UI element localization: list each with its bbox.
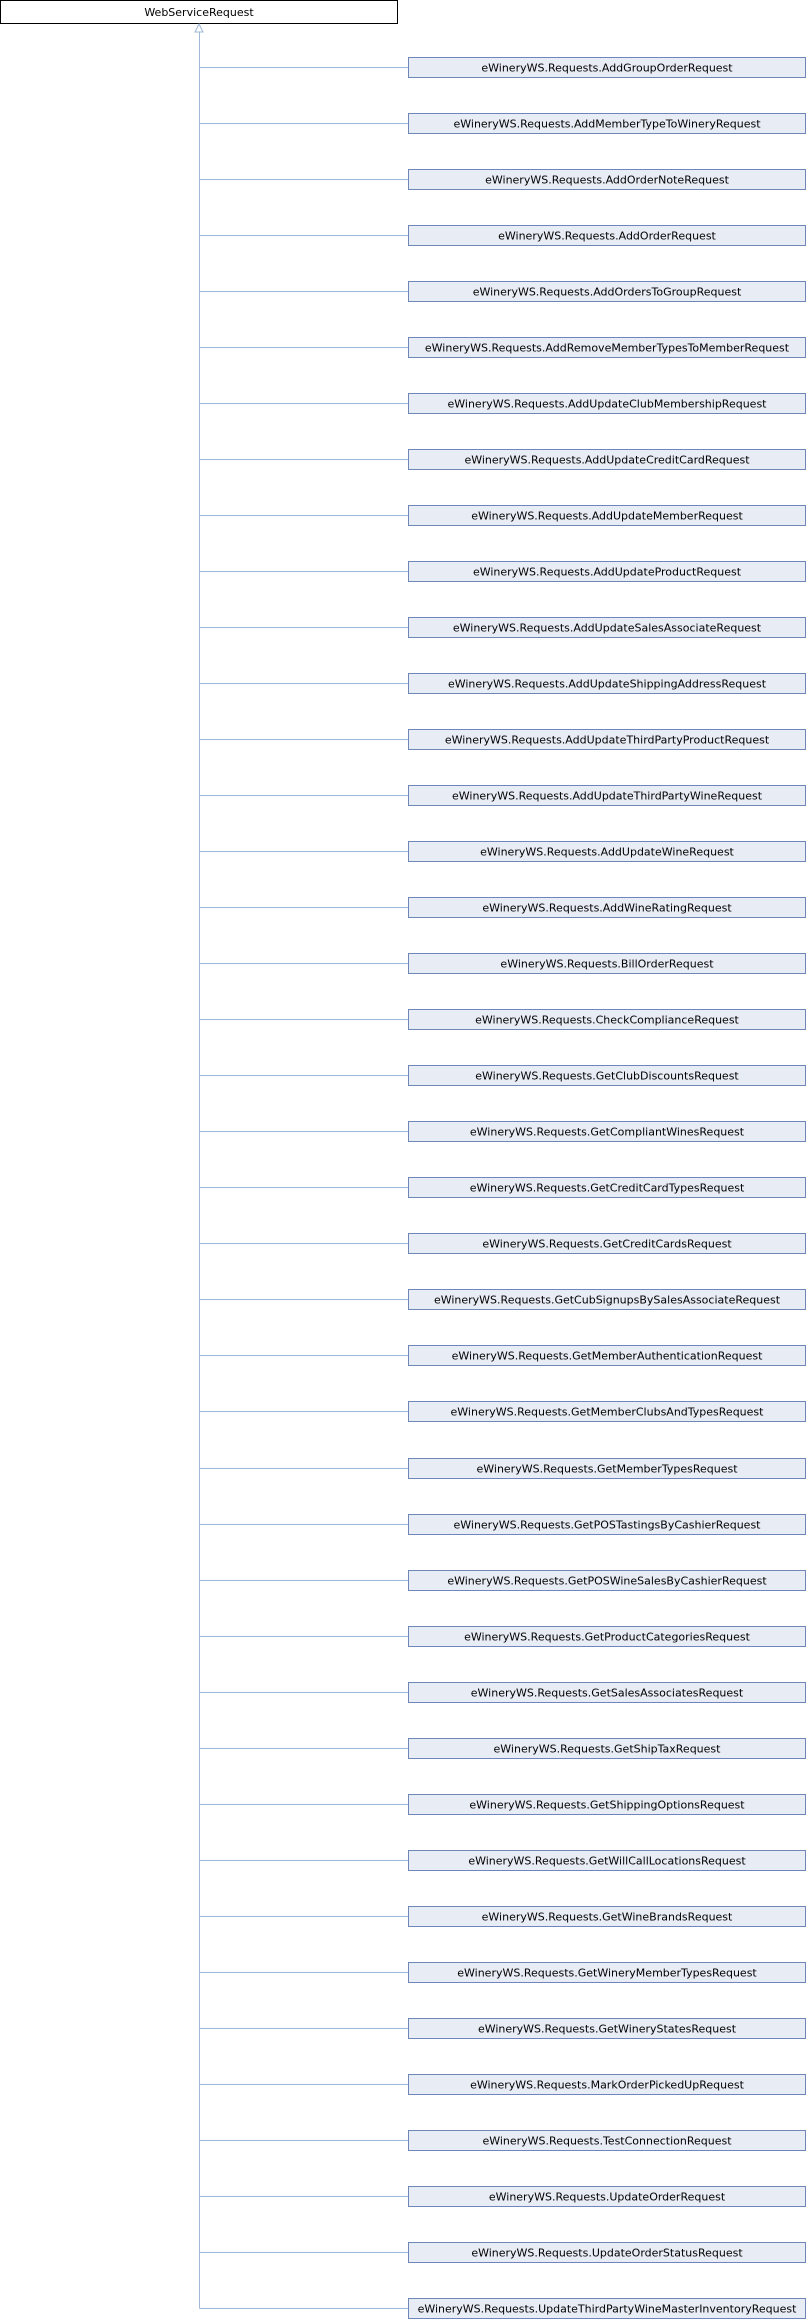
derived-class-label: eWineryWS.Requests.GetMemberClubsAndType… [451, 1406, 765, 1419]
derived-class-label: eWineryWS.Requests.AddUpdateCreditCardRe… [464, 454, 750, 467]
derived-class-node[interactable]: eWineryWS.Requests.GetMemberClubsAndType… [408, 1401, 806, 1422]
derived-class-node[interactable]: eWineryWS.Requests.GetCreditCardTypesReq… [408, 1177, 806, 1198]
derived-class-label: eWineryWS.Requests.GetProductCategoriesR… [464, 1631, 751, 1644]
derived-class-node[interactable]: eWineryWS.Requests.UpdateOrderRequest [408, 2186, 806, 2207]
derived-class-label: eWineryWS.Requests.GetCreditCardTypesReq… [470, 1182, 745, 1195]
derived-class-node[interactable]: eWineryWS.Requests.GetWineBrandsRequest [408, 1906, 806, 1927]
derived-class-label: eWineryWS.Requests.GetCreditCardsRequest [482, 1238, 732, 1251]
derived-class-label: eWineryWS.Requests.AddMemberTypeToWinery… [453, 118, 761, 131]
derived-class-label: eWineryWS.Requests.AddOrderNoteRequest [485, 174, 729, 187]
derived-class-node[interactable]: eWineryWS.Requests.TestConnectionRequest [408, 2130, 806, 2151]
base-class-label: WebServiceRequest [144, 6, 254, 19]
derived-class-node[interactable]: eWineryWS.Requests.GetWineryStatesReques… [408, 2018, 806, 2039]
derived-class-node[interactable]: eWineryWS.Requests.GetPOSWineSalesByCash… [408, 1570, 806, 1591]
derived-class-label: eWineryWS.Requests.GetWillCallLocationsR… [468, 1855, 746, 1868]
derived-class-node[interactable]: eWineryWS.Requests.AddUpdateMemberReques… [408, 505, 806, 526]
derived-class-node[interactable]: eWineryWS.Requests.AddGroupOrderRequest [408, 57, 806, 78]
derived-class-node[interactable]: eWineryWS.Requests.AddOrderRequest [408, 225, 806, 246]
derived-class-label: eWineryWS.Requests.AddUpdateSalesAssocia… [453, 622, 762, 635]
derived-class-label: eWineryWS.Requests.AddUpdateThirdPartyPr… [445, 734, 770, 747]
derived-class-label: eWineryWS.Requests.AddOrderRequest [498, 230, 716, 243]
derived-class-node[interactable]: eWineryWS.Requests.AddUpdateThirdPartyPr… [408, 729, 806, 750]
derived-class-label: eWineryWS.Requests.GetMemberAuthenticati… [452, 1350, 763, 1363]
derived-class-node[interactable]: eWineryWS.Requests.GetCompliantWinesRequ… [408, 1121, 806, 1142]
derived-class-label: eWineryWS.Requests.UpdateOrderStatusRequ… [471, 2247, 743, 2260]
derived-class-node[interactable]: eWineryWS.Requests.AddUpdateClubMembersh… [408, 393, 806, 414]
derived-class-node[interactable]: eWineryWS.Requests.AddUpdateWineRequest [408, 841, 806, 862]
derived-class-node[interactable]: eWineryWS.Requests.AddRemoveMemberTypesT… [408, 337, 806, 358]
derived-class-label: eWineryWS.Requests.BillOrderRequest [500, 958, 714, 971]
base-class-node[interactable]: WebServiceRequest [0, 0, 398, 33]
derived-class-nodes: eWineryWS.Requests.AddGroupOrderRequest e… [408, 57, 806, 2319]
derived-class-node[interactable]: eWineryWS.Requests.AddUpdateSalesAssocia… [408, 617, 806, 638]
derived-class-label: eWineryWS.Requests.GetWineryMemberTypesR… [457, 1967, 757, 1980]
derived-class-node[interactable]: eWineryWS.Requests.AddUpdateProductReque… [408, 561, 806, 582]
derived-class-label: eWineryWS.Requests.AddUpdateShippingAddr… [448, 678, 767, 691]
derived-class-node[interactable]: eWineryWS.Requests.GetCreditCardsRequest [408, 1233, 806, 1254]
derived-class-label: eWineryWS.Requests.AddGroupOrderRequest [481, 62, 733, 75]
derived-class-label: eWineryWS.Requests.AddRemoveMemberTypesT… [425, 342, 790, 355]
derived-class-node[interactable]: eWineryWS.Requests.AddUpdateCreditCardRe… [408, 449, 806, 470]
derived-class-label: eWineryWS.Requests.GetWineryStatesReques… [478, 2023, 737, 2036]
derived-class-node[interactable]: eWineryWS.Requests.GetWineryMemberTypesR… [408, 1962, 806, 1983]
derived-class-label: eWineryWS.Requests.UpdateThirdPartyWineM… [418, 2303, 798, 2316]
derived-class-node[interactable]: eWineryWS.Requests.CheckComplianceReques… [408, 1009, 806, 1030]
derived-class-node[interactable]: eWineryWS.Requests.GetWillCallLocationsR… [408, 1850, 806, 1871]
derived-class-label: eWineryWS.Requests.GetShipTaxRequest [494, 1743, 722, 1756]
derived-class-label: eWineryWS.Requests.AddOrdersToGroupReque… [473, 286, 742, 299]
derived-class-label: eWineryWS.Requests.GetSalesAssociatesReq… [471, 1687, 744, 1700]
derived-class-node[interactable]: eWineryWS.Requests.GetCubSignupsBySalesA… [408, 1289, 806, 1310]
derived-class-label: eWineryWS.Requests.AddUpdateMemberReques… [471, 510, 743, 523]
derived-class-node[interactable]: eWineryWS.Requests.UpdateOrderStatusRequ… [408, 2242, 806, 2263]
derived-class-label: eWineryWS.Requests.GetShippingOptionsReq… [469, 1799, 745, 1812]
inheritance-edges [199, 32, 409, 2309]
derived-class-label: eWineryWS.Requests.GetCubSignupsBySalesA… [434, 1294, 781, 1307]
derived-class-node[interactable]: eWineryWS.Requests.BillOrderRequest [408, 953, 806, 974]
derived-class-node[interactable]: eWineryWS.Requests.MarkOrderPickedUpRequ… [408, 2074, 806, 2095]
derived-class-label: eWineryWS.Requests.TestConnectionRequest [482, 2135, 732, 2148]
derived-class-node[interactable]: eWineryWS.Requests.GetClubDiscountsReque… [408, 1065, 806, 1086]
derived-class-node[interactable]: eWineryWS.Requests.GetProductCategoriesR… [408, 1626, 806, 1647]
derived-class-node[interactable]: eWineryWS.Requests.GetPOSTastingsByCashi… [408, 1514, 806, 1535]
derived-class-label: eWineryWS.Requests.GetClubDiscountsReque… [475, 1070, 739, 1083]
derived-class-label: eWineryWS.Requests.GetPOSTastingsByCashi… [453, 1519, 761, 1532]
derived-class-node[interactable]: eWineryWS.Requests.AddWineRatingRequest [408, 897, 806, 918]
derived-class-label: eWineryWS.Requests.MarkOrderPickedUpRequ… [470, 2079, 745, 2092]
derived-class-node[interactable]: eWineryWS.Requests.GetMemberAuthenticati… [408, 1345, 806, 1366]
derived-class-node[interactable]: eWineryWS.Requests.AddMemberTypeToWinery… [408, 113, 806, 134]
inheritance-arrowhead-icon [194, 22, 204, 33]
derived-class-label: eWineryWS.Requests.AddUpdateProductReque… [473, 566, 742, 579]
derived-class-label: eWineryWS.Requests.GetPOSWineSalesByCash… [447, 1575, 767, 1588]
derived-class-label: eWineryWS.Requests.AddWineRatingRequest [482, 902, 732, 915]
derived-class-node[interactable]: eWineryWS.Requests.AddOrdersToGroupReque… [408, 281, 806, 302]
derived-class-label: eWineryWS.Requests.GetCompliantWinesRequ… [470, 1126, 745, 1139]
derived-class-node[interactable]: eWineryWS.Requests.AddUpdateShippingAddr… [408, 673, 806, 694]
derived-class-node[interactable]: eWineryWS.Requests.AddUpdateThirdPartyWi… [408, 785, 806, 806]
derived-class-node[interactable]: eWineryWS.Requests.GetShipTaxRequest [408, 1738, 806, 1759]
derived-class-node[interactable]: eWineryWS.Requests.AddOrderNoteRequest [408, 169, 806, 190]
derived-class-node[interactable]: eWineryWS.Requests.UpdateThirdPartyWineM… [408, 2298, 806, 2319]
derived-class-label: eWineryWS.Requests.GetMemberTypesRequest [476, 1463, 738, 1476]
derived-class-label: eWineryWS.Requests.AddUpdateWineRequest [480, 846, 734, 859]
derived-class-label: eWineryWS.Requests.UpdateOrderRequest [489, 2191, 726, 2204]
derived-class-node[interactable]: eWineryWS.Requests.GetShippingOptionsReq… [408, 1794, 806, 1815]
derived-class-node[interactable]: eWineryWS.Requests.GetSalesAssociatesReq… [408, 1682, 806, 1703]
derived-class-label: eWineryWS.Requests.AddUpdateThirdPartyWi… [452, 790, 763, 803]
derived-class-label: eWineryWS.Requests.CheckComplianceReques… [475, 1014, 739, 1027]
derived-class-node[interactable]: eWineryWS.Requests.GetMemberTypesRequest [408, 1458, 806, 1479]
derived-class-label: eWineryWS.Requests.GetWineBrandsRequest [482, 1911, 733, 1924]
derived-class-label: eWineryWS.Requests.AddUpdateClubMembersh… [448, 398, 768, 411]
